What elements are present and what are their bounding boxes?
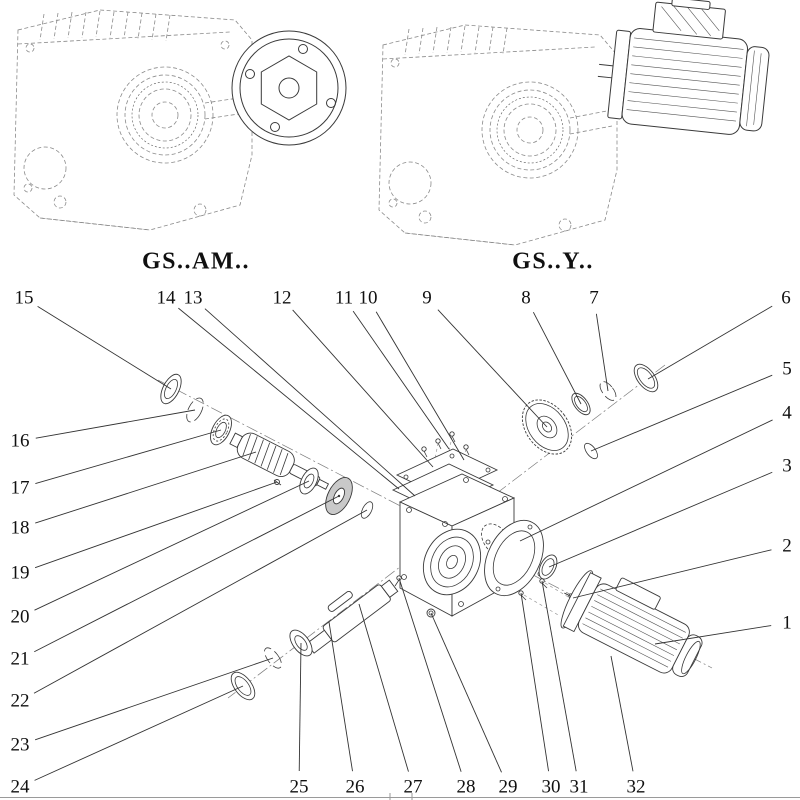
callout-number-16: 16	[11, 431, 30, 452]
leader-line-23	[34, 657, 274, 741]
part-retaining-ring-16	[186, 397, 204, 423]
callout-number-12: 12	[273, 288, 292, 309]
callout-number-15: 15	[15, 288, 34, 309]
callout-number-22: 22	[11, 691, 30, 712]
callout-number-1: 1	[782, 613, 792, 634]
output-axis-line	[227, 364, 666, 699]
callout-number-23: 23	[11, 735, 30, 756]
sheet-border	[0, 793, 800, 800]
leader-line-2	[572, 549, 772, 599]
leader-line-21	[34, 495, 340, 653]
leader-line-22	[33, 509, 368, 694]
leader-line-6	[647, 305, 773, 380]
leader-line-12	[292, 309, 434, 468]
leader-line-10	[375, 311, 465, 461]
callout-number-32: 32	[627, 777, 646, 798]
variant-label-gs-am: GS..AM..	[142, 248, 250, 275]
leader-line-28	[398, 577, 462, 772]
callout-number-20: 20	[11, 607, 30, 628]
leader-line-5	[590, 374, 773, 452]
variant-label-gs-y: GS..Y..	[512, 248, 594, 275]
leader-line-1	[654, 625, 772, 645]
callout-number-17: 17	[11, 478, 30, 499]
part-output-shaft-27	[306, 579, 399, 654]
part-flange-4	[484, 520, 544, 596]
am-output-flange	[231, 30, 347, 146]
leader-line-18	[35, 451, 257, 524]
callout-number-9: 9	[422, 288, 432, 309]
callout-number-7: 7	[589, 288, 599, 309]
callout-number-30: 30	[542, 777, 561, 798]
y-motor	[597, 0, 770, 135]
part-spacer-5	[584, 442, 598, 460]
leader-line-7	[595, 313, 609, 392]
leader-line-13	[204, 308, 416, 497]
callout-number-6: 6	[781, 288, 791, 309]
leader-line-17	[35, 429, 222, 484]
leader-line-31	[541, 580, 577, 772]
callout-number-21: 21	[11, 649, 30, 670]
part-motor-32	[560, 570, 703, 677]
callout-number-27: 27	[404, 777, 423, 798]
leader-line-30	[520, 592, 549, 772]
part-ring-6	[633, 363, 659, 393]
leader-line-14	[178, 307, 400, 490]
callout-number-31: 31	[570, 777, 589, 798]
part-housing	[398, 473, 516, 617]
part-retaining-ring-23	[264, 647, 282, 669]
leader-line-3	[548, 471, 773, 568]
leader-line-24	[34, 685, 244, 781]
leader-line-29	[430, 612, 502, 773]
callout-number-29: 29	[499, 777, 518, 798]
leader-line-4	[519, 419, 773, 542]
gearbox-y-drawing	[378, 24, 618, 246]
callout-number-25: 25	[290, 777, 309, 798]
leader-line-25	[298, 642, 302, 772]
leader-line-19	[34, 481, 278, 569]
callout-number-11: 11	[335, 288, 353, 309]
leader-line-9	[437, 309, 548, 428]
callout-number-24: 24	[11, 777, 31, 798]
exploded-view	[157, 363, 713, 701]
callout-number-8: 8	[521, 288, 531, 309]
callout-number-4: 4	[782, 403, 792, 424]
callout-number-14: 14	[157, 288, 177, 309]
leader-line-26	[328, 621, 353, 772]
callout-number-2: 2	[782, 536, 792, 557]
part-retaining-ring-7	[599, 381, 617, 401]
leader-line-16	[35, 409, 196, 439]
callout-number-5: 5	[782, 359, 792, 380]
callout-number-19: 19	[11, 563, 30, 584]
leader-line-20	[34, 480, 310, 611]
callout-number-13: 13	[184, 288, 203, 309]
part-ring-22	[360, 501, 374, 519]
callout-number-3: 3	[782, 456, 792, 477]
callout-number-26: 26	[346, 777, 365, 798]
callout-number-28: 28	[457, 777, 476, 798]
leader-line-27	[358, 603, 409, 772]
callout-number-10: 10	[359, 288, 378, 309]
leader-line-32	[610, 655, 634, 772]
leader-line-8	[532, 311, 582, 405]
leader-line-11	[352, 310, 450, 450]
callout-number-18: 18	[11, 518, 30, 539]
leader-line-15	[37, 306, 172, 390]
